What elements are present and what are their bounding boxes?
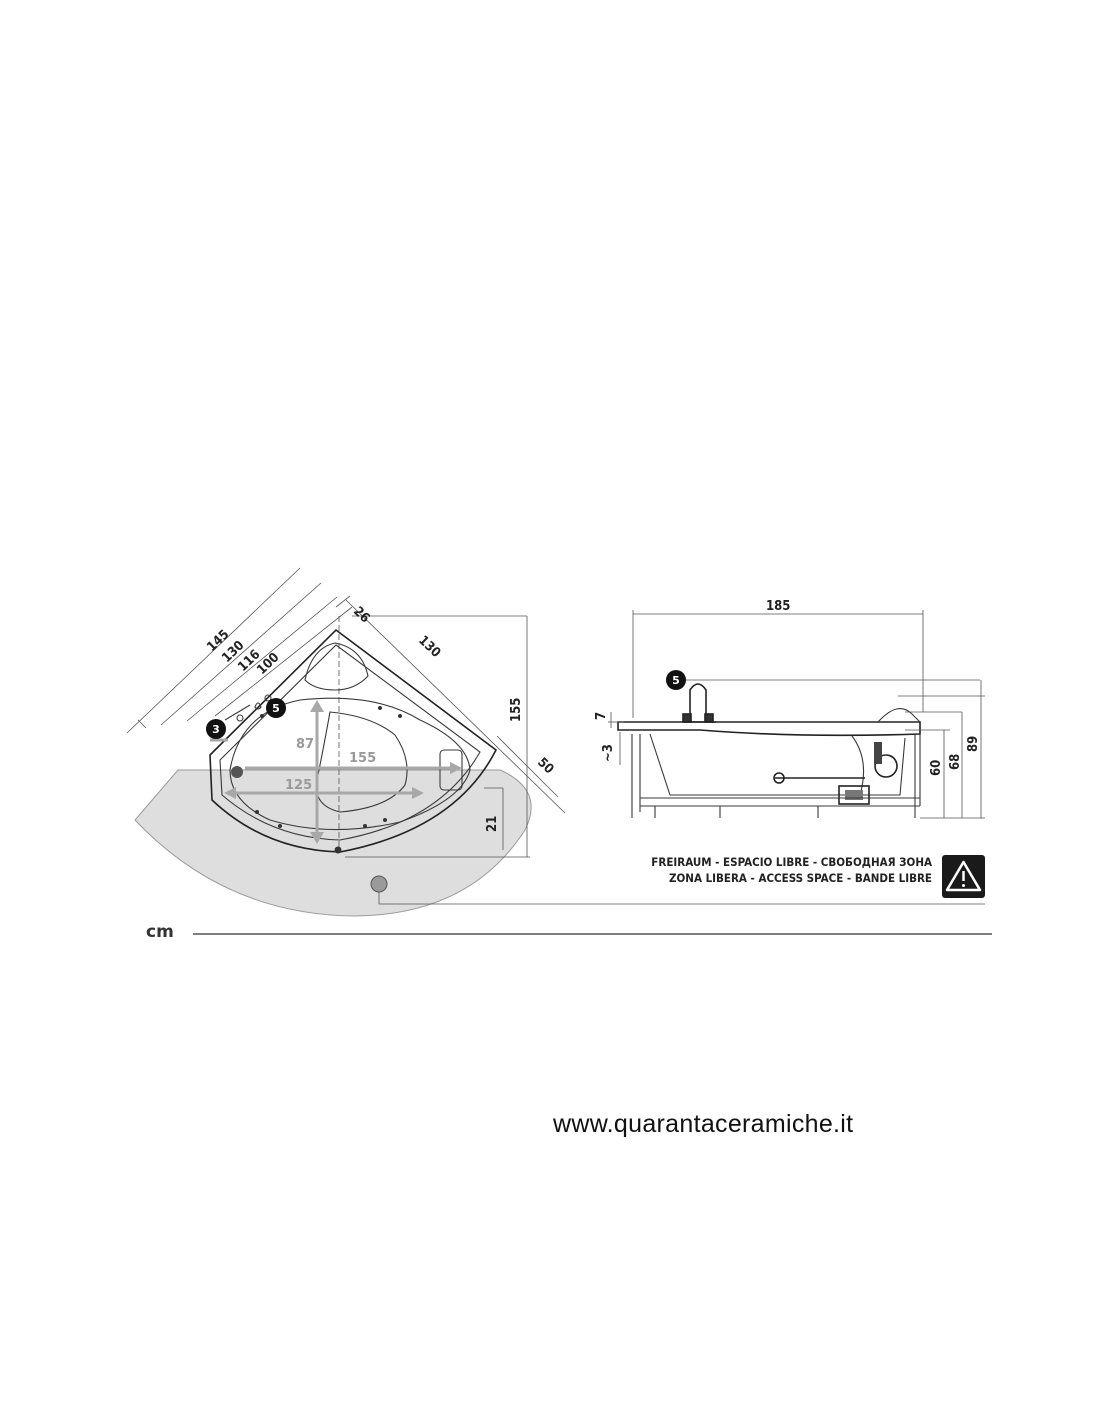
dim-125: 125 xyxy=(285,778,312,793)
access-space-legend: FREIRAUM - ESPACIO LIBRE - СВОБОДНАЯ ЗОН… xyxy=(651,855,985,898)
svg-text:5: 5 xyxy=(272,702,280,715)
dim-21: 21 xyxy=(485,816,500,832)
dim-68: 68 xyxy=(948,754,963,770)
pump-motor xyxy=(773,742,898,805)
dim-155-interior: 155 xyxy=(349,751,376,766)
dim-50: 50 xyxy=(534,755,556,777)
badge-3: 3 xyxy=(206,719,226,739)
access-zone xyxy=(134,769,532,917)
badge-5-side: 5 xyxy=(666,670,980,690)
svg-text:5: 5 xyxy=(672,674,680,687)
side-view: 185 xyxy=(594,599,985,819)
dim-7: 7 xyxy=(594,712,609,720)
access-space-line1: FREIRAUM - ESPACIO LIBRE - СВОБОДНАЯ ЗОН… xyxy=(651,855,932,869)
headrest-cushion xyxy=(439,749,463,791)
tub-side-rim xyxy=(617,721,921,737)
access-space-line2: ZONA LIBERA - ACCESS SPACE - BANDE LIBRE xyxy=(669,871,932,885)
dim-89: 89 xyxy=(966,736,981,752)
faucet xyxy=(682,683,716,723)
dim-155-height: 155 xyxy=(509,698,524,722)
svg-text:3: 3 xyxy=(212,723,220,736)
access-space-marker xyxy=(370,875,388,893)
unit-label: cm xyxy=(146,922,174,942)
badge-5-plan: 5 xyxy=(266,698,286,718)
headrest xyxy=(304,642,369,691)
support-frame xyxy=(631,734,921,818)
dim-185: 185 xyxy=(766,599,790,614)
website-url: www.quarantaceramiche.it xyxy=(553,1110,854,1138)
tub-rim-outline xyxy=(209,628,498,853)
warning-triangle-icon xyxy=(942,855,985,898)
dim-60: 60 xyxy=(929,760,944,776)
dim-tolerance-3: ~3 xyxy=(601,744,616,762)
tub-basin-outline xyxy=(229,697,471,831)
dim-130-side: 130 xyxy=(415,633,443,661)
tub-side-body xyxy=(649,733,906,796)
faucet-icons xyxy=(224,694,272,722)
dim-87: 87 xyxy=(296,737,314,752)
drain-valve xyxy=(231,766,243,778)
